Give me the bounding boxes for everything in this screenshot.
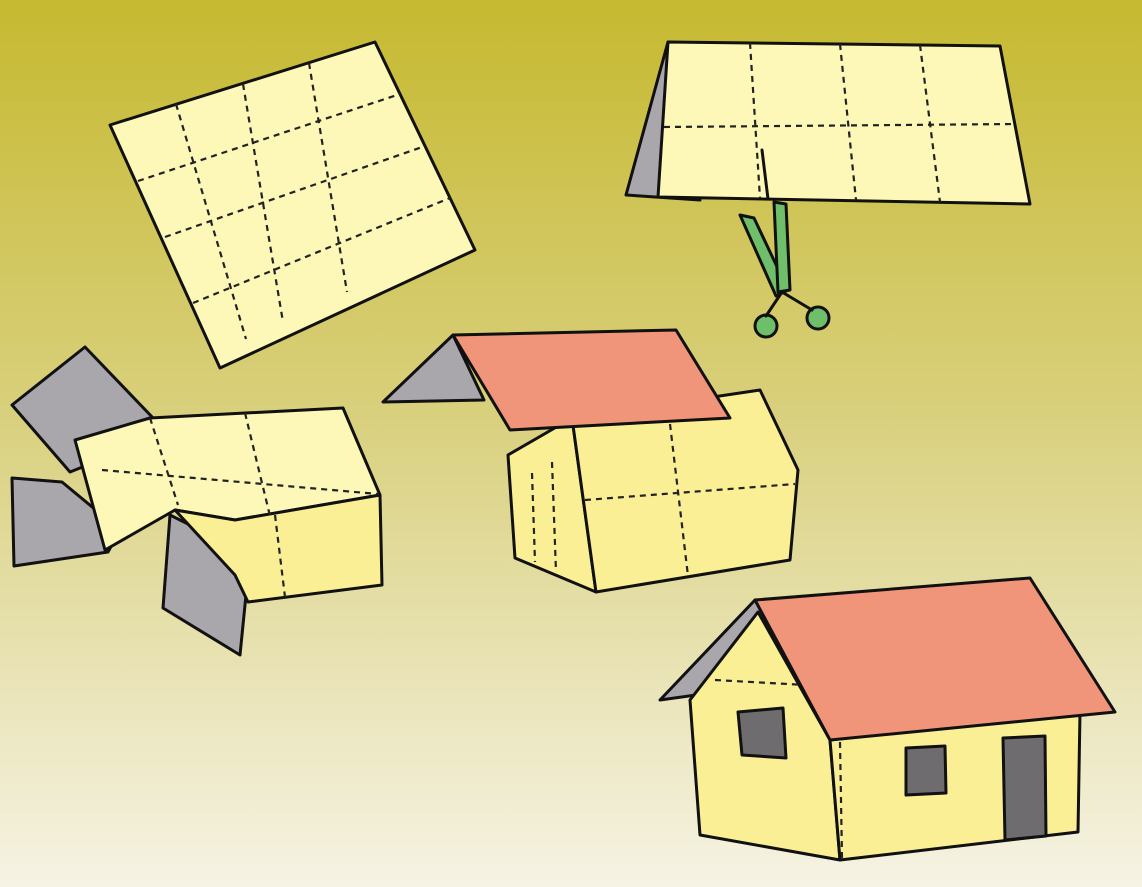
- house-door: [1001, 734, 1048, 842]
- net-icon: [10, 345, 384, 657]
- folded-roof-icon: [624, 40, 1032, 206]
- grid-paper-icon: [108, 40, 477, 370]
- scissors-icon: [738, 200, 831, 339]
- house-window-right: [904, 744, 948, 797]
- house-window-left: [736, 706, 788, 760]
- house-icon: [658, 576, 1117, 862]
- roof-icon: [381, 328, 800, 594]
